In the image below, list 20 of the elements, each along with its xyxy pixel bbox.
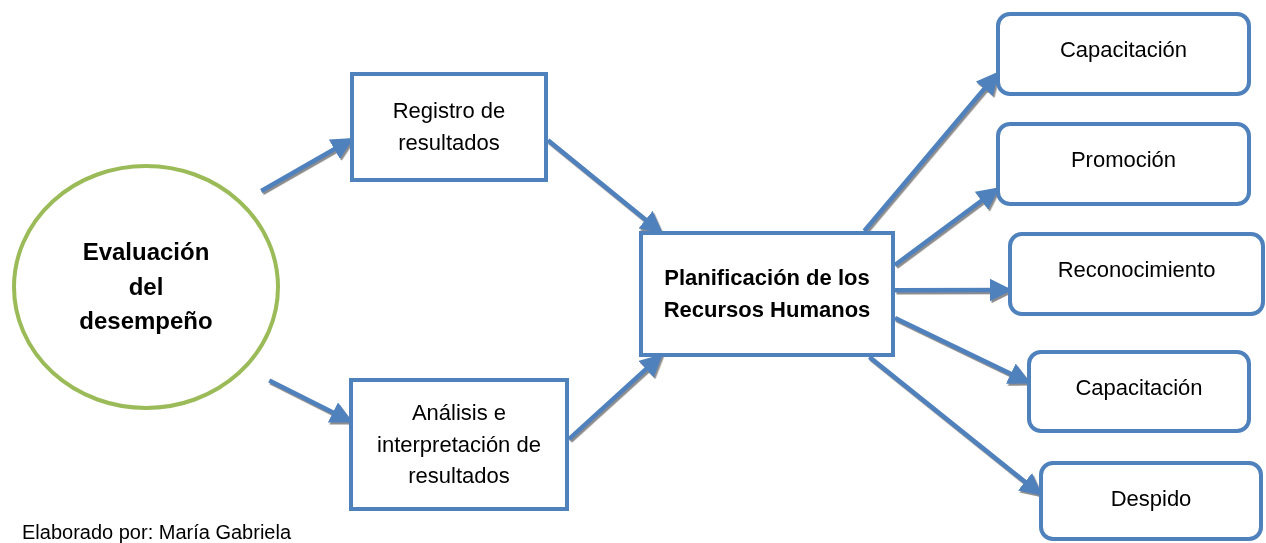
credit-note: Elaborado por: María Gabriela bbox=[22, 520, 292, 543]
node-label: Despido bbox=[1110, 485, 1192, 513]
node-label: Planificación de los Recursos Humanos bbox=[662, 264, 872, 324]
process-box bbox=[996, 12, 1251, 96]
node-label: Análisis e interpretación de resultados bbox=[376, 398, 542, 491]
node-label: Promoción bbox=[1070, 146, 1177, 174]
node-label: Capacitación bbox=[1059, 36, 1188, 64]
process-box bbox=[1008, 232, 1265, 316]
process-box bbox=[996, 122, 1251, 206]
process-box bbox=[1039, 461, 1263, 541]
ellipse-node bbox=[12, 164, 280, 410]
node-label: Registro de resultados bbox=[391, 97, 507, 157]
node-label: Evaluación del desempeño bbox=[79, 236, 213, 337]
process-box bbox=[349, 378, 569, 511]
process-box bbox=[1027, 350, 1251, 433]
process-box bbox=[350, 72, 548, 182]
arrow bbox=[862, 71, 999, 233]
node-label: Capacitación bbox=[1075, 374, 1203, 402]
node-label: Reconocimiento bbox=[1057, 256, 1216, 284]
process-box bbox=[639, 231, 895, 357]
